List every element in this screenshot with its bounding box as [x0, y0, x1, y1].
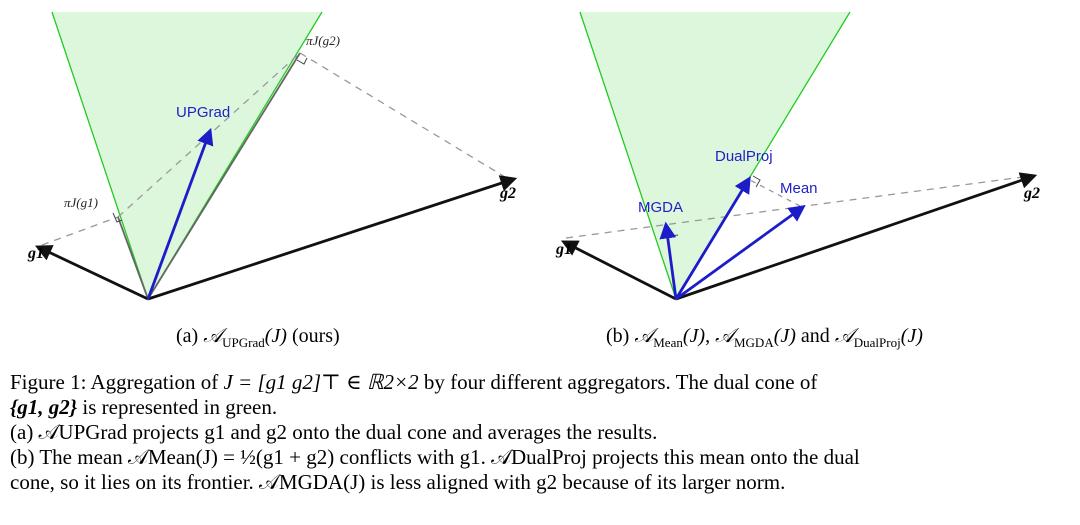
- subcaption-b-arg-1: (J): [682, 325, 706, 347]
- panel-b: MGDA DualProj Mean g1 g2: [555, 11, 1040, 301]
- subcaption-b-arg-2: (J): [773, 325, 796, 347]
- subcaption-b: (b) 𝒜Mean(J), 𝒜MGDA(J) and 𝒜DualProj(J): [606, 322, 923, 356]
- right-angle-proj1: [112, 212, 123, 223]
- dualproj-vector: [674, 176, 751, 300]
- subcaption-b-agg-dualproj: 𝒜: [834, 323, 854, 347]
- proj2-label: πJ(g2): [306, 33, 340, 48]
- dashed-g1-proj1: [41, 216, 119, 246]
- mgda-vector: [659, 221, 678, 300]
- g1-vector-a: [34, 245, 149, 301]
- subcaption-b-sub-mean: Mean: [653, 335, 683, 350]
- caption-line2-math: {g1, g2}: [10, 395, 78, 419]
- subcaption-a-prefix: (a): [176, 325, 199, 347]
- subcaption-b-agg-mean: 𝒜: [634, 323, 654, 347]
- dashed-proj2-g2: [299, 52, 511, 181]
- mean-label: Mean: [780, 180, 818, 197]
- caption-line1-post: by four different aggregators. The dual …: [418, 370, 818, 394]
- cone-edge-left-b: [579, 11, 677, 300]
- caption-line-4: (b) The mean 𝒜Mean(J) = ½(g1 + g2) confl…: [10, 445, 860, 469]
- subcaption-b-sub-mgda: MGDA: [733, 335, 774, 350]
- subcaption-a-sub: UPGrad: [222, 335, 265, 350]
- g2-vector-a: [147, 175, 518, 301]
- proj1-label: πJ(g1): [64, 195, 98, 210]
- upgrad-vector: [146, 127, 214, 300]
- dual-cone-b: [580, 12, 850, 299]
- g1-label-a: g1: [27, 245, 44, 262]
- proj1-vector: [117, 216, 149, 300]
- subcaption-a-arg: (J): [264, 325, 287, 347]
- g2-label-b: g2: [1023, 185, 1040, 202]
- g2-label-a: g2: [499, 185, 516, 202]
- subcaption-b-agg-mgda: 𝒜: [715, 323, 734, 347]
- caption-line-1: Figure 1: Aggregation of J = [g1 g2]⊤ ∈ …: [10, 370, 1074, 395]
- caption-line-5: cone, so it lies on its frontier. 𝒜MGDA(…: [10, 470, 786, 494]
- cone-edge-left-a: [51, 11, 149, 300]
- caption-line-2: {g1, g2} is represented in green.: [10, 395, 1074, 420]
- subcaption-b-arg-3: (J): [900, 325, 923, 347]
- mean-vector: [675, 205, 806, 301]
- dualproj-label: DualProj: [715, 148, 773, 165]
- g1-vector-b: [561, 240, 677, 301]
- subcaption-a: (a) 𝒜UPGrad(J) (ours): [176, 322, 340, 356]
- caption-line1-math: J = [g1 g2]⊤ ∈ ℝ2×2: [223, 370, 419, 394]
- subcaption-b-and: and: [795, 325, 835, 347]
- subcaption-b-prefix: (b): [606, 325, 630, 347]
- right-angle-dualproj: [752, 175, 761, 188]
- subcaption-b-sub-dualproj: DualProj: [853, 335, 901, 350]
- caption-line2-post: is represented in green.: [77, 395, 278, 419]
- panel-a: UPGrad g1 g2 πJ(g1) πJ(g2): [27, 11, 518, 301]
- subcaption-b-sep: ,: [705, 325, 716, 347]
- figure-canvas: UPGrad g1 g2 πJ(g1) πJ(g2) MGDA DualProj…: [27, 11, 1040, 301]
- g2-vector-b: [675, 172, 1038, 301]
- proj2-vector: [147, 52, 301, 300]
- right-angle-proj2: [296, 57, 308, 65]
- caption-line1-pre: Figure 1: Aggregation of: [10, 370, 224, 394]
- caption-line-3: (a) 𝒜UPGrad projects g1 and g2 onto the …: [10, 420, 658, 444]
- subcaption-a-agg: 𝒜: [203, 323, 223, 347]
- upgrad-label: UPGrad: [176, 104, 230, 121]
- subcaption-a-suffix: (ours): [286, 325, 340, 347]
- g1-label-b: g1: [555, 241, 572, 258]
- figure-caption: Figure 1: Aggregation of J = [g1 g2]⊤ ∈ …: [10, 370, 1074, 495]
- mgda-label: MGDA: [638, 199, 683, 216]
